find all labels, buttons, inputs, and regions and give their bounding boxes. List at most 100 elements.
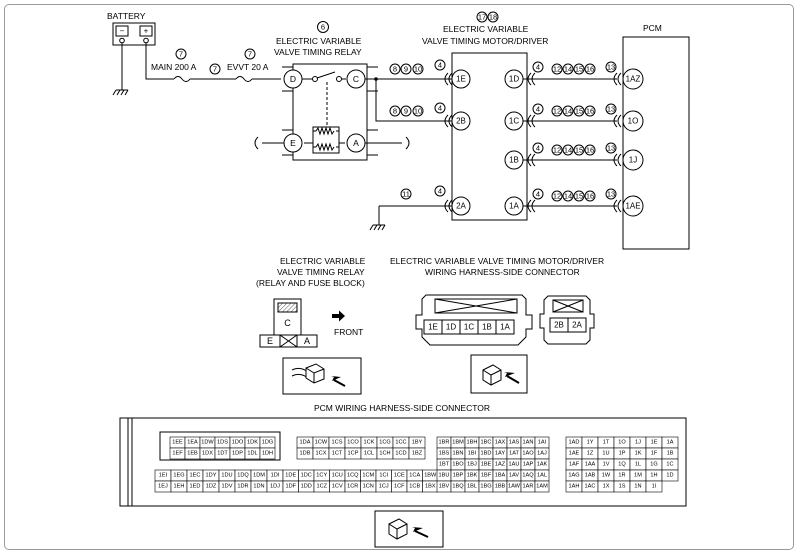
pcm-conn-cell-label: 1DM [253,473,265,479]
svg-text:10: 10 [414,107,422,116]
relay-conn-label-3: (RELAY AND FUSE BLOCK) [256,278,365,288]
pcm-conn-cell-label: 1DI [271,473,280,479]
main-fuse-symbol [173,76,191,82]
pcm-conn-cell-label: 1BJ [467,462,477,468]
pcm-conn-cell [259,447,276,460]
pcm-conn-cell-label: 1AC [585,484,596,490]
svg-text:C: C [353,74,359,84]
svg-text:15: 15 [575,146,583,155]
svg-text:16: 16 [586,65,594,74]
wire-num-14: 14 [562,144,574,156]
main-fuse-label: MAIN 200 A [151,62,197,72]
pcm-conn-cell-label: 1CQ [347,473,359,479]
svg-text:E: E [267,336,273,346]
pcm-conn-cell-label: 1BS [439,451,450,457]
pcm-conn-cell-label: 1AU [509,462,520,468]
pcm-conn-cell-label: 1P [619,451,626,457]
pcm-conn-cell-label: 1EI [159,473,168,479]
pcm-conn-cell-label: 1BI [468,451,477,457]
pcm-conn-cell-label: 1DD [301,484,312,490]
relay-c-wire-2b [375,79,452,122]
pcm-conn-cell-label: 1R [618,473,625,479]
pcm-conn-cell-label: 1DO [232,440,244,446]
pcm-conn-cell-label: 1AW [508,484,521,490]
pcm-conn-cell-label: 1DL [247,451,257,457]
motor-pin-2a: 2A [451,196,471,216]
pcm-conn-cell-label: 1AK [537,462,548,468]
pcm-pin-1o: 1O [622,110,644,132]
pcm-conn-cell-label: 1DJ [270,484,280,490]
wire-num-12: 12 [551,63,563,75]
pcm-conn-cell-label: 1CO [347,440,359,446]
pcm-conn-cell-label: 1AO [522,451,534,457]
motor-conn2-cell-label: 2B [554,321,564,330]
svg-text:7: 7 [213,65,217,74]
svg-text:16: 16 [586,192,594,201]
diagram-frame [4,4,794,550]
pcm-pin-1az: 1AZ [622,68,644,90]
pcm-conn-cell-label: 1DQ [237,473,249,479]
motor-conn-cell-label: 1B [482,323,492,332]
pcm-conn-cell-label: 1BR [439,440,450,446]
svg-text:11: 11 [402,190,410,199]
pcm-conn-cell-label: 1C [666,462,673,468]
pcm-conn-cell-label: 1BP [453,473,464,479]
wire-num-14: 14 [562,105,574,117]
pcm-conn-cell-label: 1CK [364,440,375,446]
pcm-conn-cell-label: 1AH [569,484,580,490]
pcm-conn-cell-label: 1AY [495,451,505,457]
wire-num-4: 4 [532,61,544,73]
svg-text:15: 15 [575,192,583,201]
relay-coil [312,126,340,154]
motor-conn-cell-label: 1D [446,323,456,332]
pcm-conn-cell-label: 1CA [409,473,420,479]
relay-conn-label-2: VALVE TIMING RELAY [277,267,365,277]
wire-num-14: 14 [562,63,574,75]
pcm-conn-cell-label: 1EJ [158,484,168,490]
pcm-conn-cell-label: 1BH [467,440,478,446]
pcm-conn-cell-label: 1CZ [316,484,327,490]
circle-num-main-fuse: 7 [175,48,187,60]
pcm-conn-cell-label: 1BX [425,484,436,490]
relay-terminal-a: A [346,133,366,153]
pcm-conn-cell-label: 1BM [452,440,464,446]
motor-conn2-cell [567,317,587,333]
wire-num-16: 16 [584,63,596,75]
pcm-conn-label: PCM WIRING HARNESS-SIDE CONNECTOR [314,403,490,413]
pcm-conn-cell-label: 1DN [253,484,264,490]
pcm-conn-cell-label: 1F [651,451,658,457]
pcm-conn-cell-label: 1L [635,462,641,468]
pcm-conn-cell-label: 1DR [237,484,248,490]
wire-num-16: 16 [584,190,596,202]
pcm-conn-cell-label: 1G [650,462,657,468]
svg-text:16: 16 [586,146,594,155]
svg-text:1D: 1D [509,75,519,84]
pcm-conn-cell [661,469,679,482]
wire-num-12: 12 [551,105,563,117]
pcm-conn-cell-label: 1AQ [522,473,534,479]
pcm-conn-cell-label: 1CG [379,440,391,446]
svg-text:C: C [284,318,291,328]
pcm-conn-cell-label: 1M [634,473,642,479]
wire-num-12: 12 [551,144,563,156]
svg-text:1E: 1E [456,75,466,84]
pcm-conn-cell-label: 1AA [585,462,596,468]
pcm-conn-cell-label: 1BG [480,484,491,490]
pcm-conn-cell-label: 1I [652,484,657,490]
svg-text:1J: 1J [629,156,637,165]
relay-title-line-1: ELECTRIC VARIABLE [276,36,362,46]
relay-title-line-2: VALVE TIMING RELAY [274,47,362,57]
pcm-conn-cell-label: 1U [602,451,609,457]
wire-num-15: 15 [573,63,585,75]
relay-terminal-c: C [346,69,366,89]
wire-nums-2a: 11 4 [400,185,446,200]
wire-num-15: 15 [573,105,585,117]
pcm-conn-cell [534,480,550,493]
pcm-conn-cell-label: 1CB [409,484,420,490]
pcm-conn-cell-label: 1BK [467,473,478,479]
svg-text:1AE: 1AE [625,202,640,211]
pcm-plug-picture [374,510,444,548]
wire-num-15: 15 [573,190,585,202]
pcm-conn-cell-label: 1BF [481,473,492,479]
